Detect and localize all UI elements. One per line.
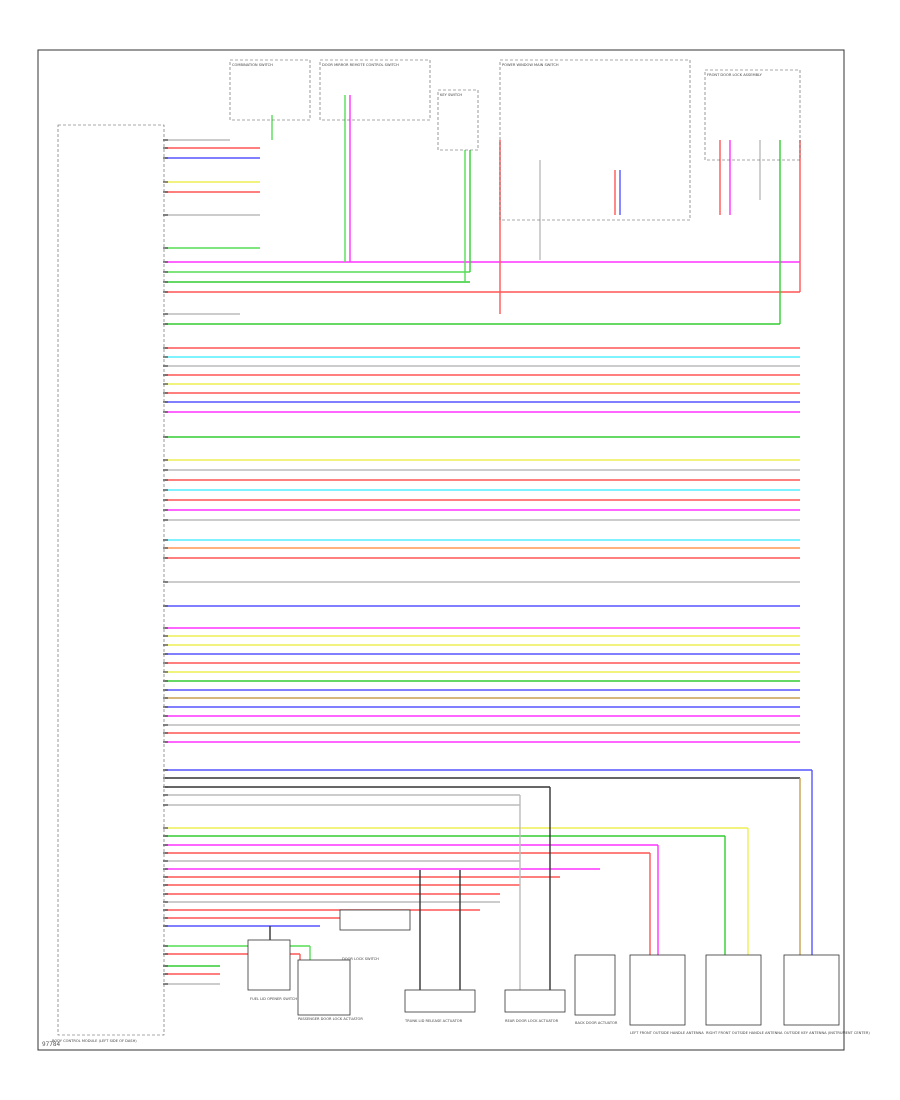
trunk-lid-release-actuator: TRUNK LID RELEASE ACTUATOR [404,989,476,1023]
combination-switch: COMBINATION SWITCH [229,59,311,121]
svg-text:LEFT FRONT OUTSIDE HANDLE ANTE: LEFT FRONT OUTSIDE HANDLE ANTENNA [630,1031,704,1035]
svg-text:FRONT DOOR LOCK ASSEMBLY: FRONT DOOR LOCK ASSEMBLY [707,73,763,77]
door-lock-switch: DOOR LOCK SWITCH [339,909,411,961]
page-code: 97784 [42,1041,60,1048]
svg-text:COMBINATION SWITCH: COMBINATION SWITCH [232,63,273,67]
rear-door-lock-actuator: REAR DOOR LOCK ACTUATOR [504,989,566,1023]
svg-text:REAR DOOR LOCK ACTUATOR: REAR DOOR LOCK ACTUATOR [505,1019,559,1023]
bcm-label: BODY CONTROL MODULE (LEFT SIDE OF DASH) [52,1039,137,1043]
key-switch: KEY SWITCH [437,89,479,151]
bcm-outline [57,124,165,1036]
outside-key-antenna: OUTSIDE KEY ANTENNA (INSTRUMENT CENTER) [783,954,870,1035]
svg-text:DOOR LOCK SWITCH: DOOR LOCK SWITCH [342,957,379,961]
front-door-lock-assembly: FRONT DOOR LOCK ASSEMBLY [704,69,801,161]
power-window-switch: POWER WINDOW MAIN SWITCH [499,59,691,221]
left-front-handle-antenna: LEFT FRONT OUTSIDE HANDLE ANTENNA [629,954,704,1035]
svg-text:OUTSIDE KEY ANTENNA (INSTRUMEN: OUTSIDE KEY ANTENNA (INSTRUMENT CENTER) [784,1031,870,1035]
door-mirror-switch: DOOR MIRROR REMOTE CONTROL SWITCH [319,59,431,121]
wire-layer [165,95,813,990]
svg-text:KEY SWITCH: KEY SWITCH [440,93,462,97]
svg-text:BACK DOOR ACTUATOR: BACK DOOR ACTUATOR [575,1021,618,1025]
svg-text:DOOR MIRROR REMOTE CONTROL SWI: DOOR MIRROR REMOTE CONTROL SWITCH [322,63,399,67]
passenger-door-lock-actuator: PASSENGER DOOR LOCK ACTUATOR [297,959,363,1021]
right-front-handle-antenna: RIGHT FRONT OUTSIDE HANDLE ANTENNA [705,954,783,1035]
svg-text:PASSENGER DOOR LOCK ACTUATOR: PASSENGER DOOR LOCK ACTUATOR [298,1017,363,1021]
svg-text:POWER WINDOW MAIN SWITCH: POWER WINDOW MAIN SWITCH [502,63,559,67]
fuel-lid-opener-switch: FUEL LID OPENER SWITCH [247,939,297,1001]
svg-text:TRUNK LID RELEASE ACTUATOR: TRUNK LID RELEASE ACTUATOR [404,1019,463,1023]
svg-text:RIGHT FRONT OUTSIDE HANDLE ANT: RIGHT FRONT OUTSIDE HANDLE ANTENNA [706,1031,783,1035]
back-door-actuator: BACK DOOR ACTUATOR [574,954,618,1025]
svg-text:FUEL LID OPENER SWITCH: FUEL LID OPENER SWITCH [250,997,297,1001]
diagram-frame [37,49,845,1051]
